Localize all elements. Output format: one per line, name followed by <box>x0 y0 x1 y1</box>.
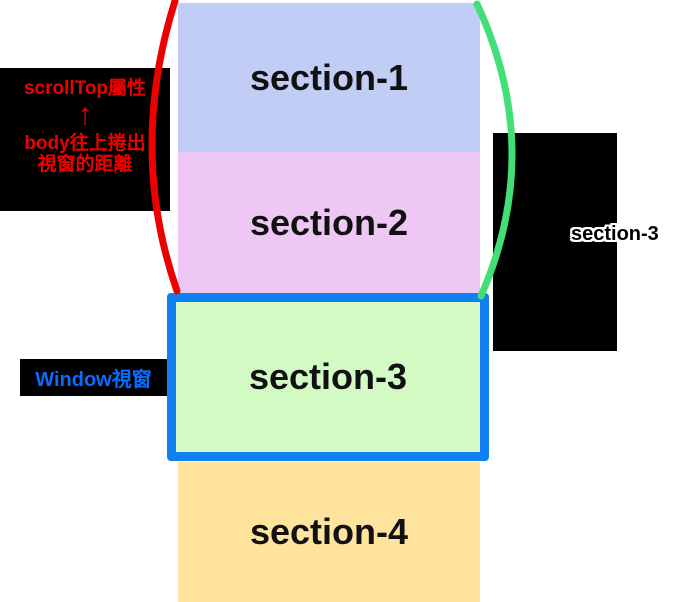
up-arrow-icon: ↑ <box>77 98 93 131</box>
window-annotation-box: Window視窗 <box>20 359 167 396</box>
scrolltop-description-line2: 視窗的距離 <box>37 154 133 175</box>
right-annotation-label: section-3 <box>571 223 659 245</box>
section-4-label: section-4 <box>249 511 409 552</box>
section-1-label: section-1 <box>249 56 409 98</box>
section-1-block: section-1 <box>178 3 480 152</box>
section-2-block: section-2 <box>178 152 480 293</box>
scrolltop-property-label: scrollTop屬性 <box>23 78 147 99</box>
section-3-block: section-3 <box>176 302 480 452</box>
scrolltop-description-line1: body往上捲出 <box>24 133 146 154</box>
scrolltop-annotation-box: scrollTop屬性 ↑ body往上捲出 視窗的距離 <box>0 68 170 211</box>
section-3-label: section-3 <box>248 356 408 397</box>
window-label: Window視窗 <box>35 369 152 391</box>
window-viewport-frame: section-3 <box>167 293 489 461</box>
section-4-block: section-4 <box>178 462 480 602</box>
section-2-label: section-2 <box>249 201 409 243</box>
